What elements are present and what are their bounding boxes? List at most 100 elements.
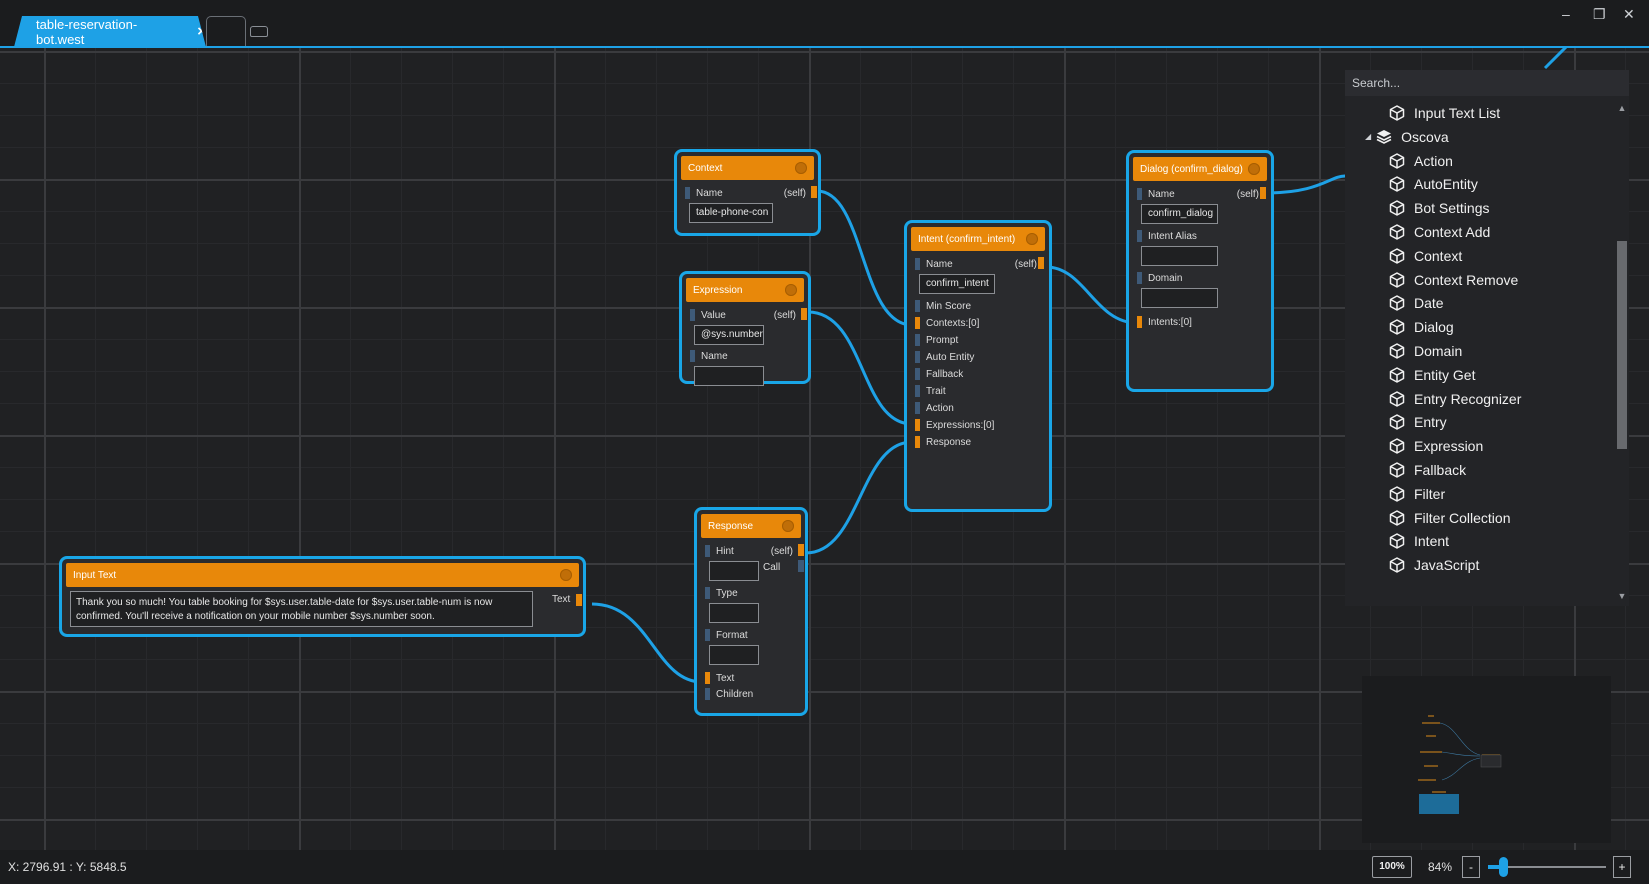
input-port[interactable]	[915, 258, 920, 270]
node-header[interactable]: Intent (confirm_intent)	[911, 227, 1045, 251]
minimap[interactable]	[1362, 676, 1611, 843]
input-port[interactable]	[915, 402, 920, 414]
port-row-name[interactable]: Name (self)	[685, 186, 810, 200]
node-list-item[interactable]: JavaScript	[1388, 553, 1479, 577]
port-row-action[interactable]: Action	[915, 401, 1041, 415]
scrollbar-thumb[interactable]	[1617, 241, 1627, 449]
node-list-item[interactable]: Fallback	[1388, 458, 1466, 482]
port-row-children[interactable]: Children	[705, 687, 797, 701]
close-tab-icon[interactable]: ×	[197, 23, 206, 40]
input-port[interactable]	[685, 187, 690, 199]
input-text-node[interactable]: Input Text Thank you so much! You table …	[59, 556, 586, 637]
name-field[interactable]: confirm_dialog	[1141, 204, 1218, 224]
zoom-in-button[interactable]: +	[1613, 856, 1631, 878]
input-port[interactable]	[915, 436, 920, 448]
node-header[interactable]: Dialog (confirm_dialog)	[1133, 157, 1267, 181]
input-port[interactable]	[915, 419, 920, 431]
input-port[interactable]	[915, 351, 920, 363]
zoom-slider[interactable]	[1488, 866, 1606, 868]
node-list-item[interactable]: Action	[1388, 149, 1453, 173]
node-list-item[interactable]: Entry Recognizer	[1388, 387, 1521, 411]
hint-field[interactable]	[709, 561, 759, 581]
port-row-trait[interactable]: Trait	[915, 384, 1041, 398]
port-row-hint[interactable]: Hint (self)	[705, 544, 797, 558]
new-tab-button[interactable]	[206, 16, 246, 46]
intent-alias-field[interactable]	[1141, 246, 1218, 266]
port-row-text[interactable]: Text	[705, 671, 797, 685]
node-list-item[interactable]: Entry	[1388, 410, 1447, 434]
call-row[interactable]: Call	[763, 560, 797, 574]
call-output-port[interactable]	[798, 560, 804, 572]
input-port[interactable]	[1137, 316, 1142, 328]
intent-node[interactable]: Intent (confirm_intent) Name (self) conf…	[904, 220, 1052, 512]
port-row-intents[interactable]: Intents:[0]	[1137, 315, 1263, 329]
port-row-expressions[interactable]: Expressions:[0]	[915, 418, 1041, 432]
output-port[interactable]	[811, 186, 817, 198]
port-row-format[interactable]: Format	[705, 628, 797, 642]
node-header[interactable]: Input Text	[66, 563, 579, 587]
input-port[interactable]	[915, 300, 920, 312]
name-field[interactable]: table-phone-con	[689, 203, 773, 223]
port-row-prompt[interactable]: Prompt	[915, 333, 1041, 347]
node-list-item[interactable]: Context Add	[1388, 220, 1490, 244]
tab-table-reservation-bot[interactable]: table-reservation-bot.west ×	[14, 16, 206, 47]
input-port[interactable]	[690, 309, 695, 321]
node-list-item[interactable]: Dialog	[1388, 315, 1454, 339]
minimize-icon[interactable]: –	[1562, 6, 1570, 22]
output-port[interactable]	[1038, 257, 1044, 269]
zoom-out-button[interactable]: -	[1462, 856, 1480, 878]
input-port[interactable]	[915, 385, 920, 397]
node-list-item[interactable]: Entity Get	[1388, 363, 1475, 387]
format-field[interactable]	[709, 645, 759, 665]
node-header[interactable]: Response	[701, 514, 801, 538]
restore-icon[interactable]: ❐	[1593, 6, 1606, 22]
input-port[interactable]	[1137, 230, 1142, 242]
input-port[interactable]	[705, 587, 710, 599]
port-row-contexts[interactable]: Contexts:[0]	[915, 316, 1041, 330]
node-header[interactable]: Context	[681, 156, 814, 180]
input-port[interactable]	[915, 317, 920, 329]
name-field[interactable]	[694, 366, 764, 386]
port-row-name[interactable]: Name (self)	[915, 257, 1041, 271]
expression-node[interactable]: Expression Value (self) @sys.number Name	[679, 271, 811, 386]
type-field[interactable]	[709, 603, 759, 623]
input-port[interactable]	[690, 350, 695, 362]
node-list-item[interactable]: Date	[1388, 291, 1444, 315]
node-list-item[interactable]: Filter	[1388, 482, 1445, 506]
search-input[interactable]	[1345, 70, 1629, 96]
port-row-auto-entity[interactable]: Auto Entity	[915, 350, 1041, 364]
node-list-item[interactable]: Input Text List	[1388, 101, 1500, 125]
input-port[interactable]	[1137, 272, 1142, 284]
node-list-item[interactable]: Context Remove	[1388, 268, 1518, 292]
scroll-down-icon[interactable]: ▼	[1617, 591, 1627, 601]
tab-list-icon[interactable]	[250, 26, 268, 37]
node-header[interactable]: Expression	[686, 278, 804, 302]
port-row-intent-alias[interactable]: Intent Alias	[1137, 229, 1263, 243]
node-list-item[interactable]: ◢Oscova	[1365, 125, 1449, 149]
node-list-item[interactable]: Context	[1388, 244, 1462, 268]
output-port[interactable]	[1260, 187, 1266, 199]
port-row-min-score[interactable]: Min Score	[915, 299, 1041, 313]
output-port[interactable]	[801, 308, 807, 320]
output-port[interactable]	[798, 544, 804, 556]
input-port[interactable]	[1137, 188, 1142, 200]
domain-field[interactable]	[1141, 288, 1218, 308]
dialog-node[interactable]: Dialog (confirm_dialog) Name (self) conf…	[1126, 150, 1274, 392]
expand-arrow-icon[interactable]: ◢	[1365, 132, 1372, 142]
reset-zoom-button[interactable]: 100%	[1372, 856, 1412, 878]
scroll-up-icon[interactable]: ▲	[1617, 103, 1627, 113]
input-port[interactable]	[915, 368, 920, 380]
response-node[interactable]: Response Hint (self) Call Type Format Te…	[694, 507, 808, 716]
port-row-response[interactable]: Response	[915, 435, 1041, 449]
node-list-item[interactable]: Intent	[1388, 529, 1449, 553]
port-row-value[interactable]: Value (self)	[690, 308, 800, 322]
input-port[interactable]	[705, 545, 710, 557]
port-row-domain[interactable]: Domain	[1137, 271, 1263, 285]
value-field[interactable]: @sys.number	[694, 325, 764, 345]
close-window-icon[interactable]: ✕	[1623, 6, 1635, 22]
node-list-item[interactable]: Bot Settings	[1388, 196, 1490, 220]
input-port[interactable]	[705, 688, 710, 700]
port-row-name[interactable]: Name	[690, 349, 800, 363]
output-port[interactable]	[576, 594, 582, 606]
